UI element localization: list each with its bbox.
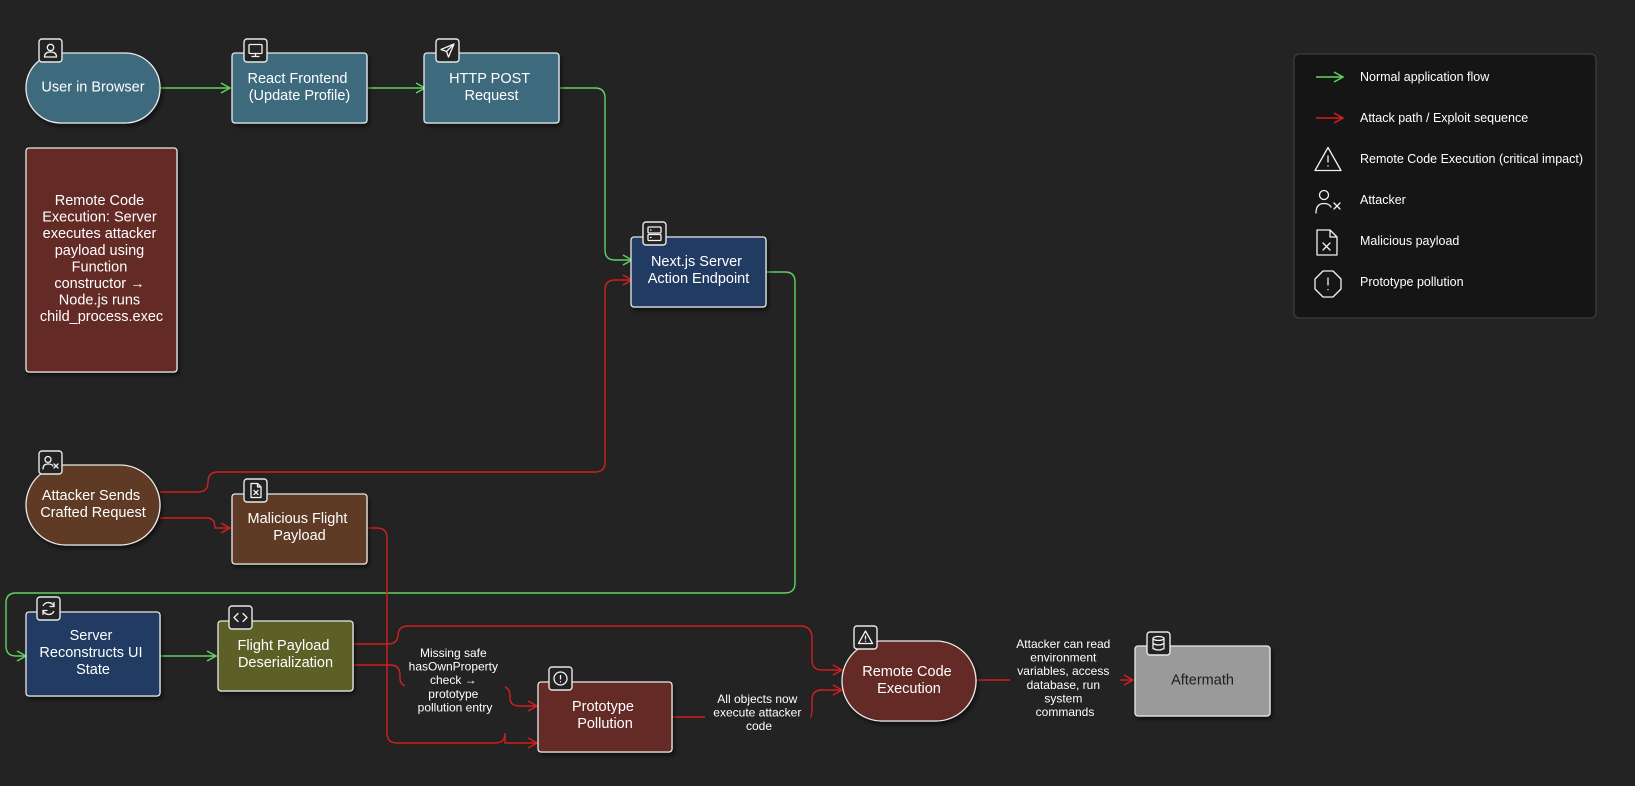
node-prototype-pollution[interactable]: Prototype Pollution — [537, 681, 673, 753]
node-shape — [231, 52, 368, 124]
edge-payload-to-pollution — [367, 527, 539, 749]
legend-item-attacker: Attacker — [1315, 189, 1406, 214]
node-label: Next.js Server Action Endpoint — [648, 254, 750, 287]
node-label: Flight Payload Deserialization — [238, 638, 334, 671]
node-shape — [231, 493, 368, 565]
octagon-alert-icon — [548, 666, 573, 691]
file-x-icon — [243, 478, 268, 503]
octagon-alert-icon — [1314, 270, 1342, 298]
code-icon — [228, 605, 253, 630]
node-server-reconstructs-ui-state[interactable]: Server Reconstructs UI State — [25, 611, 161, 697]
node-react-frontend[interactable]: React Frontend (Update Profile) — [231, 52, 368, 124]
legend-item-rce: Remote Code Execution (critical impact) — [1314, 146, 1583, 172]
server-icon — [642, 221, 667, 246]
legend-item-normal-flow: Normal application flow — [1316, 70, 1490, 84]
node-nextjs-server-action-endpoint[interactable]: Next.js Server Action Endpoint — [630, 236, 767, 308]
node-label: Remote Code Execution: Server executes a… — [40, 193, 163, 325]
send-icon — [435, 38, 460, 63]
legend-label: Remote Code Execution (critical impact) — [1360, 152, 1583, 166]
edge-nextjs-to-reconstruct — [5, 271, 796, 662]
edge-label-attacker-can-read: Attacker can read environment variables,… — [1016, 637, 1113, 719]
legend-box — [1293, 53, 1597, 319]
monitor-icon — [243, 38, 268, 63]
edge-label-missing-check: Missing safe hasOwnProperty check → prot… — [409, 646, 502, 714]
edge-label-all-objects: All objects now execute attacker code — [713, 692, 804, 733]
file-x-icon — [1316, 229, 1338, 256]
user-icon — [38, 38, 63, 63]
edges — [5, 82, 1135, 749]
node-label: Attacker Sends Crafted Request — [40, 488, 146, 521]
edge-all-objects-to-rce — [809, 684, 844, 718]
node-http-post-request[interactable]: HTTP POST Request — [423, 52, 560, 124]
node-shape — [217, 620, 354, 692]
edge-missing-check-to-pollution — [499, 685, 539, 712]
node-label: Remote Code Execution — [862, 664, 956, 697]
legend: Normal application flow Attack path / Ex… — [1293, 53, 1597, 319]
node-aftermath[interactable]: Aftermath — [1134, 645, 1271, 717]
node-shape — [423, 52, 560, 124]
edge-labels: Missing safe hasOwnProperty check → prot… — [405, 635, 1120, 734]
node-shape — [537, 681, 673, 753]
attacker-icon — [38, 450, 63, 475]
node-shape — [841, 640, 977, 722]
node-user-in-browser[interactable]: User in Browser — [25, 52, 161, 124]
edge-attacker-to-nextjs — [160, 274, 634, 493]
attacker-icon — [1315, 189, 1341, 214]
node-label: Server Reconstructs UI State — [39, 628, 146, 678]
edge-deserialize-to-pollution — [353, 664, 409, 687]
node-shape — [25, 611, 161, 697]
database-icon — [1146, 631, 1171, 656]
node-label: React Frontend (Update Profile) — [248, 71, 352, 104]
node-label: HTTP POST Request — [449, 71, 534, 104]
node-rce-note[interactable]: Remote Code Execution: Server executes a… — [25, 147, 178, 373]
node-label: User in Browser — [41, 80, 144, 96]
node-shape — [1134, 645, 1271, 717]
nodes: User in Browser React Frontend (Update P… — [25, 52, 1271, 753]
edge-deserialize-to-rce — [353, 625, 844, 676]
legend-label: Prototype pollution — [1360, 275, 1464, 289]
legend-item-malicious-payload: Malicious payload — [1316, 229, 1459, 256]
triangle-alert-icon — [853, 625, 878, 650]
node-remote-code-execution[interactable]: Remote Code Execution — [841, 640, 977, 722]
legend-label: Normal application flow — [1360, 70, 1490, 84]
triangle-alert-icon — [1314, 146, 1342, 172]
node-shape — [25, 464, 161, 546]
node-shape — [25, 147, 178, 373]
edge-http-to-nextjs — [559, 87, 634, 266]
legend-label: Malicious payload — [1360, 234, 1459, 248]
legend-item-attack-path: Attack path / Exploit sequence — [1316, 111, 1528, 125]
node-malicious-flight-payload[interactable]: Malicious Flight Payload — [231, 493, 368, 565]
node-label: Prototype Pollution — [572, 699, 638, 732]
node-shape — [630, 236, 767, 308]
node-shape — [25, 52, 161, 124]
node-label: Aftermath — [1171, 673, 1234, 689]
legend-item-prototype-pollution: Prototype pollution — [1314, 270, 1464, 298]
node-flight-payload-deserialization[interactable]: Flight Payload Deserialization — [217, 620, 354, 692]
node-label: Malicious Flight Payload — [248, 511, 352, 544]
legend-label: Attacker — [1360, 193, 1406, 207]
legend-label: Attack path / Exploit sequence — [1360, 111, 1528, 125]
node-attacker-sends-crafted-request[interactable]: Attacker Sends Crafted Request — [25, 464, 161, 546]
edge-attacker-to-payload — [160, 517, 232, 534]
refresh-icon — [36, 596, 61, 621]
node-icons — [36, 38, 1171, 691]
